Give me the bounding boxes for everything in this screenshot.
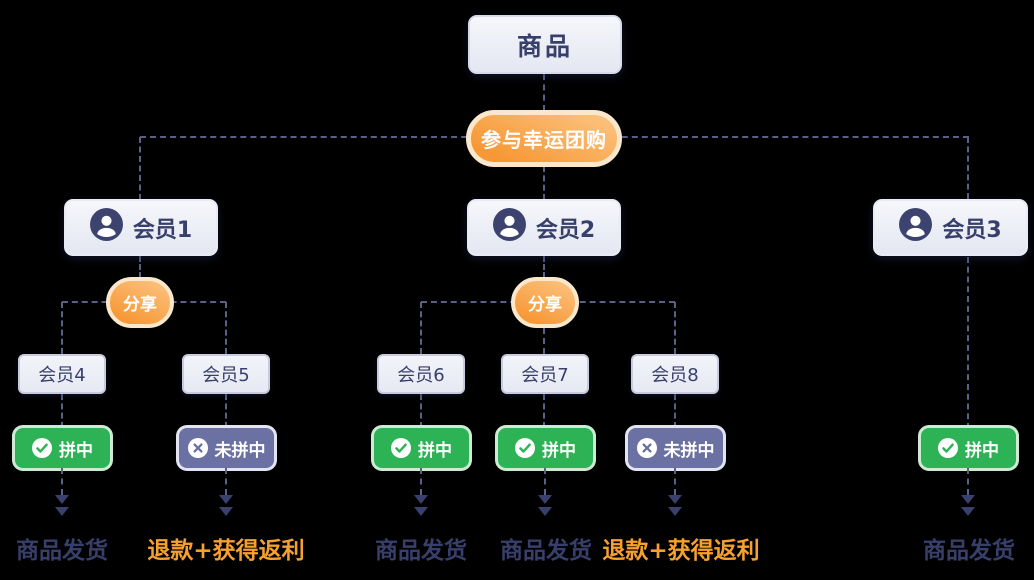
connector-line [543,256,545,278]
connector-line [139,256,141,278]
arrow-down-icon [537,468,553,519]
share-pill-member-1: 分享 [106,277,174,328]
arrow-down-icon [54,468,70,519]
connector-line [225,302,227,354]
share-label: 分享 [528,295,562,315]
connector-line [674,394,676,428]
status-badge-lose: 未拼中 [628,428,723,468]
product-node: 商品 [468,15,622,74]
check-circle-icon [391,438,411,458]
outcome-ship-label: 商品发货 [923,538,1015,564]
status-badge-win: 拼中 [498,428,593,468]
status-label: 拼中 [418,440,452,461]
outcome-ship-label: 商品发货 [16,538,108,564]
connector-line [967,257,969,429]
person-icon [492,208,526,247]
connector-line [61,394,63,428]
join-groupbuy-label: 参与幸运团购 [481,128,607,152]
cross-circle-icon [187,438,208,458]
member-label: 会员3 [942,217,1002,243]
connector-line [674,302,676,354]
member-8-node: 会员8 [631,354,719,394]
connector-line [61,302,63,354]
share-pill-member-2: 分享 [511,277,579,328]
status-label: 拼中 [542,440,576,461]
status-badge-win: 拼中 [15,428,110,468]
share-label: 分享 [123,295,157,315]
arrow-down-icon [667,468,683,519]
member-4-node: 会员4 [18,354,106,394]
arrow-down-icon [413,468,429,519]
member-label: 会员7 [521,365,569,386]
status-label: 未拼中 [663,440,715,461]
person-icon [899,208,933,247]
product-label: 商品 [516,31,573,61]
member-1-node: 会员1 [64,199,218,256]
check-circle-icon [515,438,535,458]
member-label: 会员4 [38,365,86,386]
connector-line [139,137,141,200]
status-label: 拼中 [965,440,999,461]
member-3-node: 会员3 [873,199,1028,256]
member-5-node: 会员5 [182,354,270,394]
connector-line [967,137,969,199]
connector-line [543,328,545,354]
member-label: 会员1 [132,217,193,243]
check-circle-icon [32,438,52,458]
connector-line [543,166,545,200]
outcome-ship-label: 商品发货 [375,538,467,564]
arrow-down-icon [218,468,234,519]
member-label: 会员2 [535,217,596,243]
status-badge-win: 拼中 [921,428,1016,468]
check-circle-icon [938,438,958,458]
connector-line [225,394,227,428]
connector-line [543,394,545,428]
status-badge-lose: 未拼中 [179,428,274,468]
status-badge-win: 拼中 [374,428,469,468]
member-label: 会员5 [202,365,250,386]
arrow-down-icon [960,468,976,519]
join-groupbuy-pill: 参与幸运团购 [466,110,622,167]
member-label: 会员8 [651,365,699,386]
connector-line [420,302,422,354]
person-icon [89,208,123,247]
member-7-node: 会员7 [501,354,589,394]
connector-line [543,74,545,111]
outcome-refund-label: 退款+获得返利 [147,538,305,564]
status-label: 拼中 [59,440,93,461]
member-label: 会员6 [397,365,445,386]
connector-line [420,394,422,428]
member-2-node: 会员2 [467,199,621,256]
member-6-node: 会员6 [377,354,465,394]
outcome-refund-label: 退款+获得返利 [602,538,760,564]
status-label: 未拼中 [214,440,266,461]
cross-circle-icon [636,438,657,458]
outcome-ship-label: 商品发货 [500,538,592,564]
